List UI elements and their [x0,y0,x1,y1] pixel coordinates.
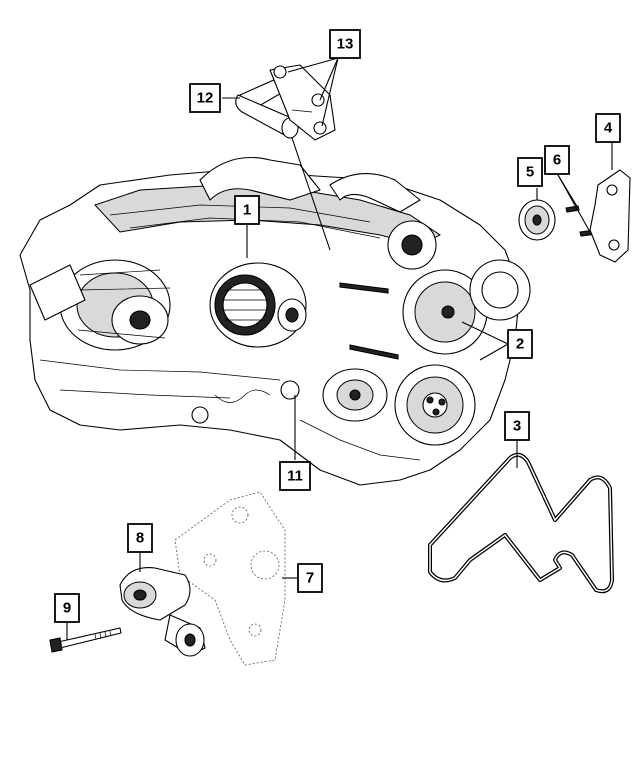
callout-8-label: 8 [136,530,144,547]
callout-13: 13 [329,29,361,59]
callout-13-label: 13 [337,36,354,53]
callout-1-label: 1 [243,202,251,219]
callout-12: 12 [189,83,221,113]
callout-9: 9 [54,593,80,623]
idler-pulley-assembly [518,169,631,263]
callout-2: 2 [507,329,533,359]
callout-7-label: 7 [306,570,314,587]
callout-11-label: 11 [287,468,303,485]
callout-7: 7 [297,563,323,593]
tensioner-bracket-upper [235,64,336,141]
turbocharger [29,259,171,351]
callout-2-label: 2 [516,336,524,353]
serpentine-belt [428,452,614,594]
callout-3-label: 3 [513,418,521,435]
tensioner-bolt [49,627,122,653]
alternator [209,262,307,348]
engine-assembly [19,156,531,486]
pulleys [387,220,531,446]
callout-4-label: 4 [604,120,613,137]
water-pump [322,368,388,422]
callout-6: 6 [544,145,570,175]
callout-12-label: 12 [197,90,214,107]
callout-6-label: 6 [553,152,561,169]
callout-8: 8 [127,523,153,553]
tensioner-mounting-bracket [174,491,286,666]
callout-11: 11 [279,461,311,491]
callout-5-label: 5 [526,164,534,181]
callout-4: 4 [595,113,621,143]
callout-9-label: 9 [63,600,71,617]
belt-tensioner [119,567,206,657]
callout-3: 3 [504,411,530,441]
callout-1: 1 [234,195,260,225]
callout-5: 5 [517,157,543,187]
leader-lines [66,57,613,640]
